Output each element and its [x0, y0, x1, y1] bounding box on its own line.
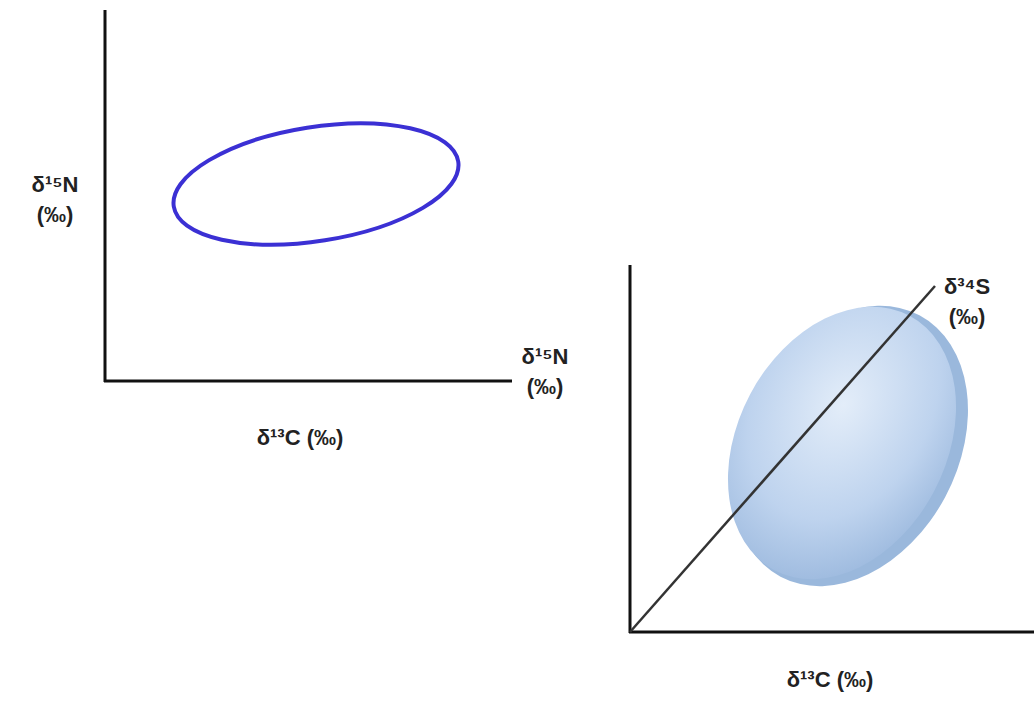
axis-label: δ¹³C (‰)	[190, 423, 410, 453]
axis-label: δ¹⁵N (‰)	[507, 342, 583, 402]
x-axis	[629, 631, 1034, 634]
axes-3d	[629, 265, 1034, 633]
axis-label: δ¹³C (‰)	[720, 665, 940, 695]
axis-label: δ³⁴S (‰)	[929, 272, 1005, 332]
niche-ellipse	[165, 105, 467, 263]
x-axis	[104, 380, 512, 383]
z-axis	[630, 286, 935, 632]
y-axis	[629, 265, 632, 633]
axis-label: δ¹⁵N (‰)	[17, 170, 93, 230]
y-axis	[104, 10, 107, 382]
axes-2d	[104, 10, 512, 382]
